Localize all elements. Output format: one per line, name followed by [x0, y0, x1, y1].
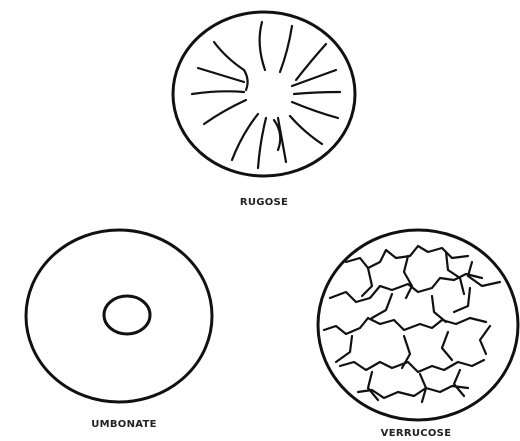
rugose-panel: RUGOSE — [173, 12, 355, 208]
verrucose-warts — [324, 246, 500, 402]
umbonate-panel: UMBONATE — [26, 230, 212, 430]
rugose-label: RUGOSE — [240, 197, 288, 208]
umbonate-label: UMBONATE — [91, 419, 157, 430]
verrucose-label: VERRUCOSE — [381, 428, 452, 439]
verrucose-panel: VERRUCOSE — [318, 230, 518, 439]
umbonate-colony-outline — [26, 230, 212, 402]
umbonate-central-boss — [104, 296, 150, 334]
rugose-wrinkles — [192, 22, 340, 168]
